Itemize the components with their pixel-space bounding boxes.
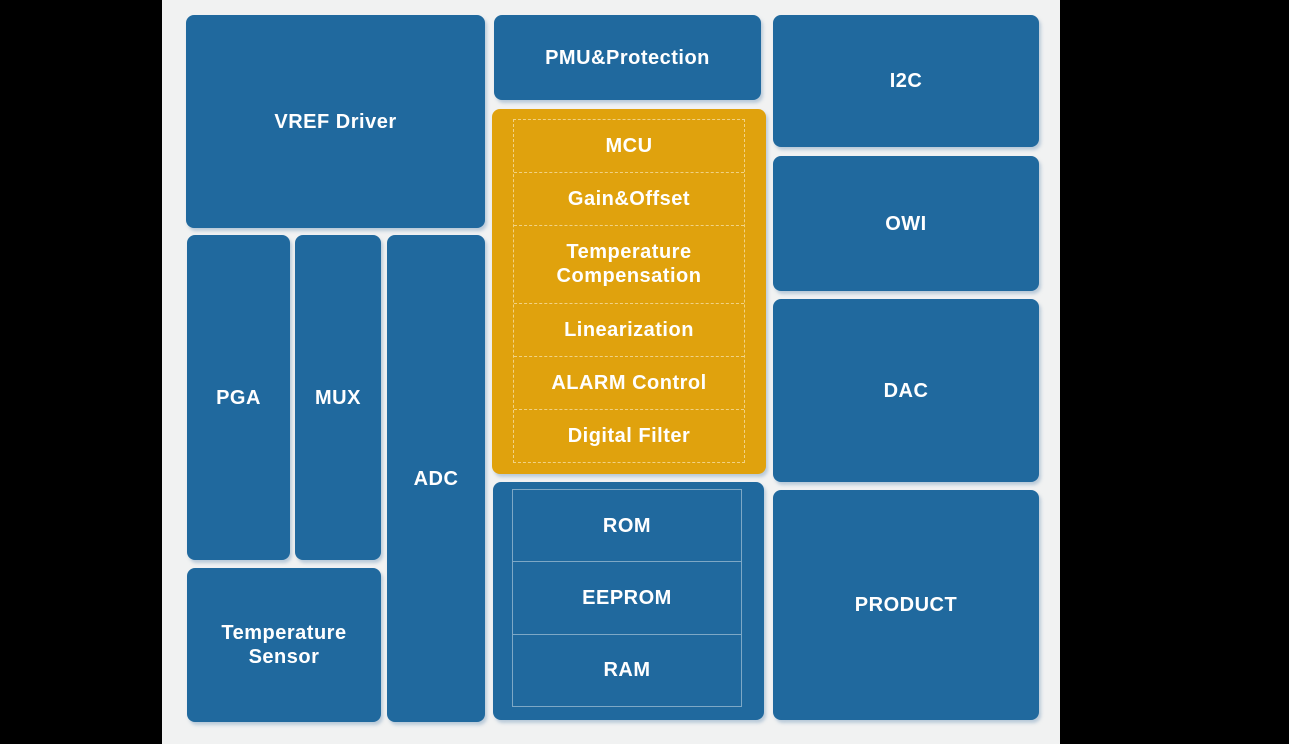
block-label: DAC (883, 379, 929, 402)
block-label: Temperature Sensor (221, 622, 347, 668)
block-label: MCU (605, 135, 653, 158)
block-label: MUX (315, 386, 361, 409)
block-i2c: I2C (773, 15, 1039, 147)
block-label: Temperature Compensation (556, 241, 702, 288)
block-label: EEPROM (582, 586, 672, 609)
block-digital-filter: Digital Filter (514, 410, 744, 462)
block-adc: ADC (387, 235, 485, 722)
memory-group-inner: ROM EEPROM RAM (512, 489, 742, 707)
block-label: Linearization (564, 318, 694, 341)
block-mcu: MCU (514, 120, 744, 174)
block-label: VREF Driver (274, 110, 397, 133)
block-temperature-sensor: Temperature Sensor (187, 568, 381, 722)
block-label: I2C (889, 70, 923, 92)
block-temperature-compensation: Temperature Compensation (514, 226, 744, 304)
block-label: PGA (216, 386, 261, 409)
block-label: Gain&Offset (567, 188, 691, 211)
diagram-panel: VREF Driver PGA MUX ADC Temperature Sens… (162, 0, 1060, 744)
block-rom: ROM (513, 490, 741, 563)
block-mux: MUX (295, 235, 381, 560)
block-label: OWI (885, 212, 927, 235)
block-alarm-control: ALARM Control (514, 357, 744, 410)
block-linearization: Linearization (514, 304, 744, 357)
block-label: PRODUCT (854, 594, 958, 616)
block-eeprom: EEPROM (513, 562, 741, 635)
block-dac: DAC (773, 299, 1039, 482)
block-label: ADC (413, 467, 459, 490)
block-label: PMU&Protection (545, 46, 710, 69)
block-pga: PGA (187, 235, 290, 560)
block-mcu-group: MCU Gain&Offset Temperature Compensation… (492, 109, 766, 474)
block-ram: RAM (513, 635, 741, 706)
block-vref-driver: VREF Driver (186, 15, 485, 228)
block-pmu-protection: PMU&Protection (494, 15, 761, 100)
block-label: Digital Filter (567, 424, 691, 447)
block-label: RAM (603, 659, 651, 682)
block-label: ALARM Control (551, 371, 707, 394)
block-owi: OWI (773, 156, 1039, 291)
mcu-group-inner: MCU Gain&Offset Temperature Compensation… (513, 119, 745, 463)
block-gain-offset: Gain&Offset (514, 173, 744, 227)
block-product: PRODUCT (773, 490, 1039, 720)
block-memory-group: ROM EEPROM RAM (493, 482, 764, 720)
block-label: ROM (602, 514, 652, 537)
